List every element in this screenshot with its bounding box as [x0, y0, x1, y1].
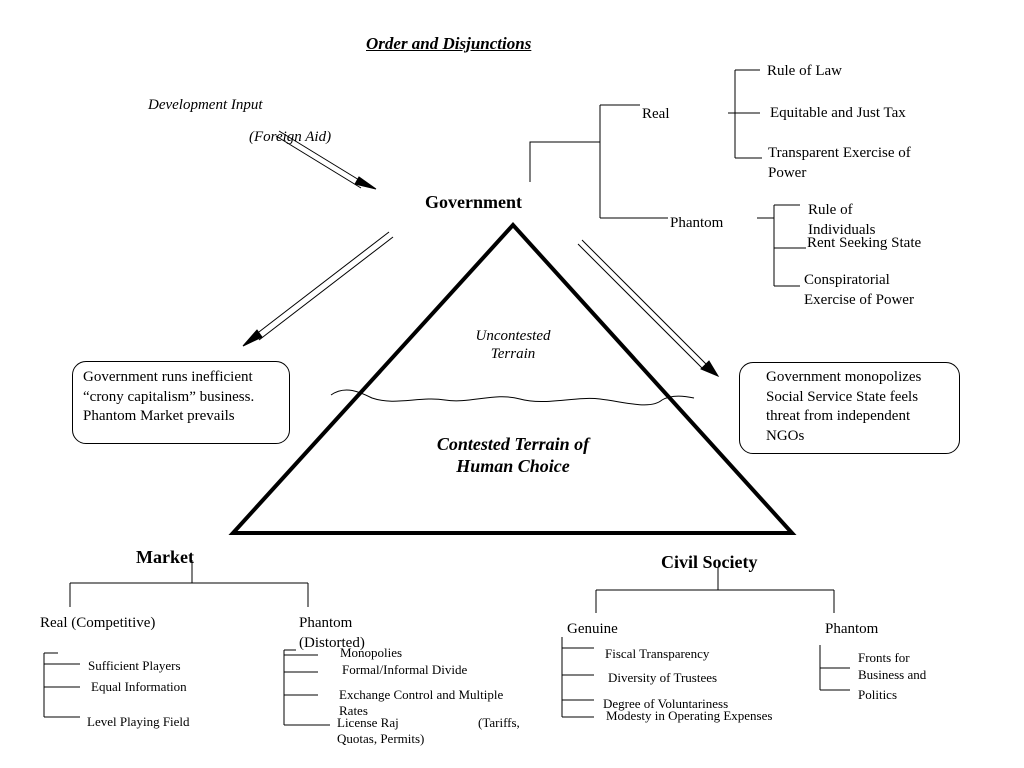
contested-line: Human Choice: [456, 455, 570, 476]
government-real-label: Real: [642, 106, 670, 122]
civil-genuine-label: Genuine: [567, 621, 618, 637]
civil-phantom-label: Phantom: [825, 621, 879, 637]
arrow-to-civil-society: [577, 239, 720, 378]
phantom-item: Conspiratorial: [804, 272, 890, 288]
foreign-aid-arrow: [275, 130, 377, 190]
government-heading: Government: [425, 192, 522, 212]
market-real-item: Sufficient Players: [88, 658, 181, 673]
government-connector: [529, 141, 600, 182]
market-real-item: Equal Information: [91, 679, 187, 694]
market-real-label: Real (Competitive): [40, 615, 156, 631]
government-monopolizes-box: Government monopolizes Social Service St…: [739, 362, 960, 454]
market-heading: Market: [136, 547, 194, 567]
inefficient-government-box: Government runs inefficient “crony capit…: [72, 361, 290, 444]
market-real-item: Level Playing Field: [87, 714, 190, 729]
uncontested-terrain-label: Uncontested Terrain: [452, 327, 574, 363]
box-line: NGOs: [766, 427, 805, 444]
phantom-item: Individuals: [808, 222, 876, 238]
uncontested-line: Terrain: [490, 346, 536, 362]
market-phantom-item: Monopolies: [340, 645, 403, 660]
government-phantom-label: Phantom: [670, 215, 724, 231]
civil-society-heading: Civil Society: [661, 552, 758, 572]
box-line: Social Service State feels: [766, 388, 919, 405]
civil-phantom-item: Business and: [858, 667, 927, 682]
civil-phantom-item: Fronts for: [858, 650, 910, 665]
arrow-to-market: [242, 231, 394, 347]
civil-genuine-item: Degree of Voluntariness: [603, 696, 729, 711]
terrain-divide-line: [330, 389, 695, 406]
box-line: Phantom Market prevails: [83, 408, 235, 424]
pyramid-triangle: [228, 222, 797, 535]
contested-terrain-label: Contested Terrain of Human Choice: [411, 434, 615, 477]
market-phantom-item: Quotas, Permits): [337, 731, 425, 746]
phantom-item: Rule of: [808, 202, 853, 218]
market-phantom-item: (Tariffs,: [478, 715, 520, 730]
box-line: Government monopolizes: [766, 369, 922, 385]
uncontested-line: Uncontested: [475, 328, 551, 344]
market-phantom-sublabel: (Distorted): [299, 635, 365, 651]
box-line: “crony capitalism” business.: [83, 388, 255, 405]
real-item: Rule of Law: [767, 63, 842, 79]
phantom-item: Exercise of Power: [804, 292, 914, 308]
civil-phantom-item: Politics: [858, 687, 898, 702]
civil-genuine-item: Diversity of Trustees: [608, 670, 718, 685]
development-input-label: Development Input: [148, 97, 263, 113]
market-phantom-item: Formal/Informal Divide: [342, 662, 468, 677]
civil-genuine-item: Fiscal Transparency: [605, 646, 710, 661]
foreign-aid-label: (Foreign Aid): [249, 129, 332, 145]
box-line: threat from independent: [766, 408, 911, 424]
real-item: Transparent Exercise of: [768, 145, 911, 161]
real-item: Power: [768, 165, 807, 181]
box-line: Government runs inefficient: [83, 369, 253, 385]
contested-line: Contested Terrain of: [436, 434, 590, 454]
market-phantom-item: License Raj: [337, 715, 399, 730]
civil-genuine-item: Modesty in Operating Expenses: [606, 708, 773, 723]
page-title: Order and Disjunctions: [366, 34, 532, 53]
market-phantom-item: Exchange Control and Multiple: [339, 687, 504, 702]
market-phantom-label: Phantom: [299, 615, 353, 631]
real-item: Equitable and Just Tax: [770, 105, 906, 121]
market-phantom-item: Rates: [339, 703, 368, 718]
phantom-item: Rent Seeking State: [807, 235, 922, 251]
